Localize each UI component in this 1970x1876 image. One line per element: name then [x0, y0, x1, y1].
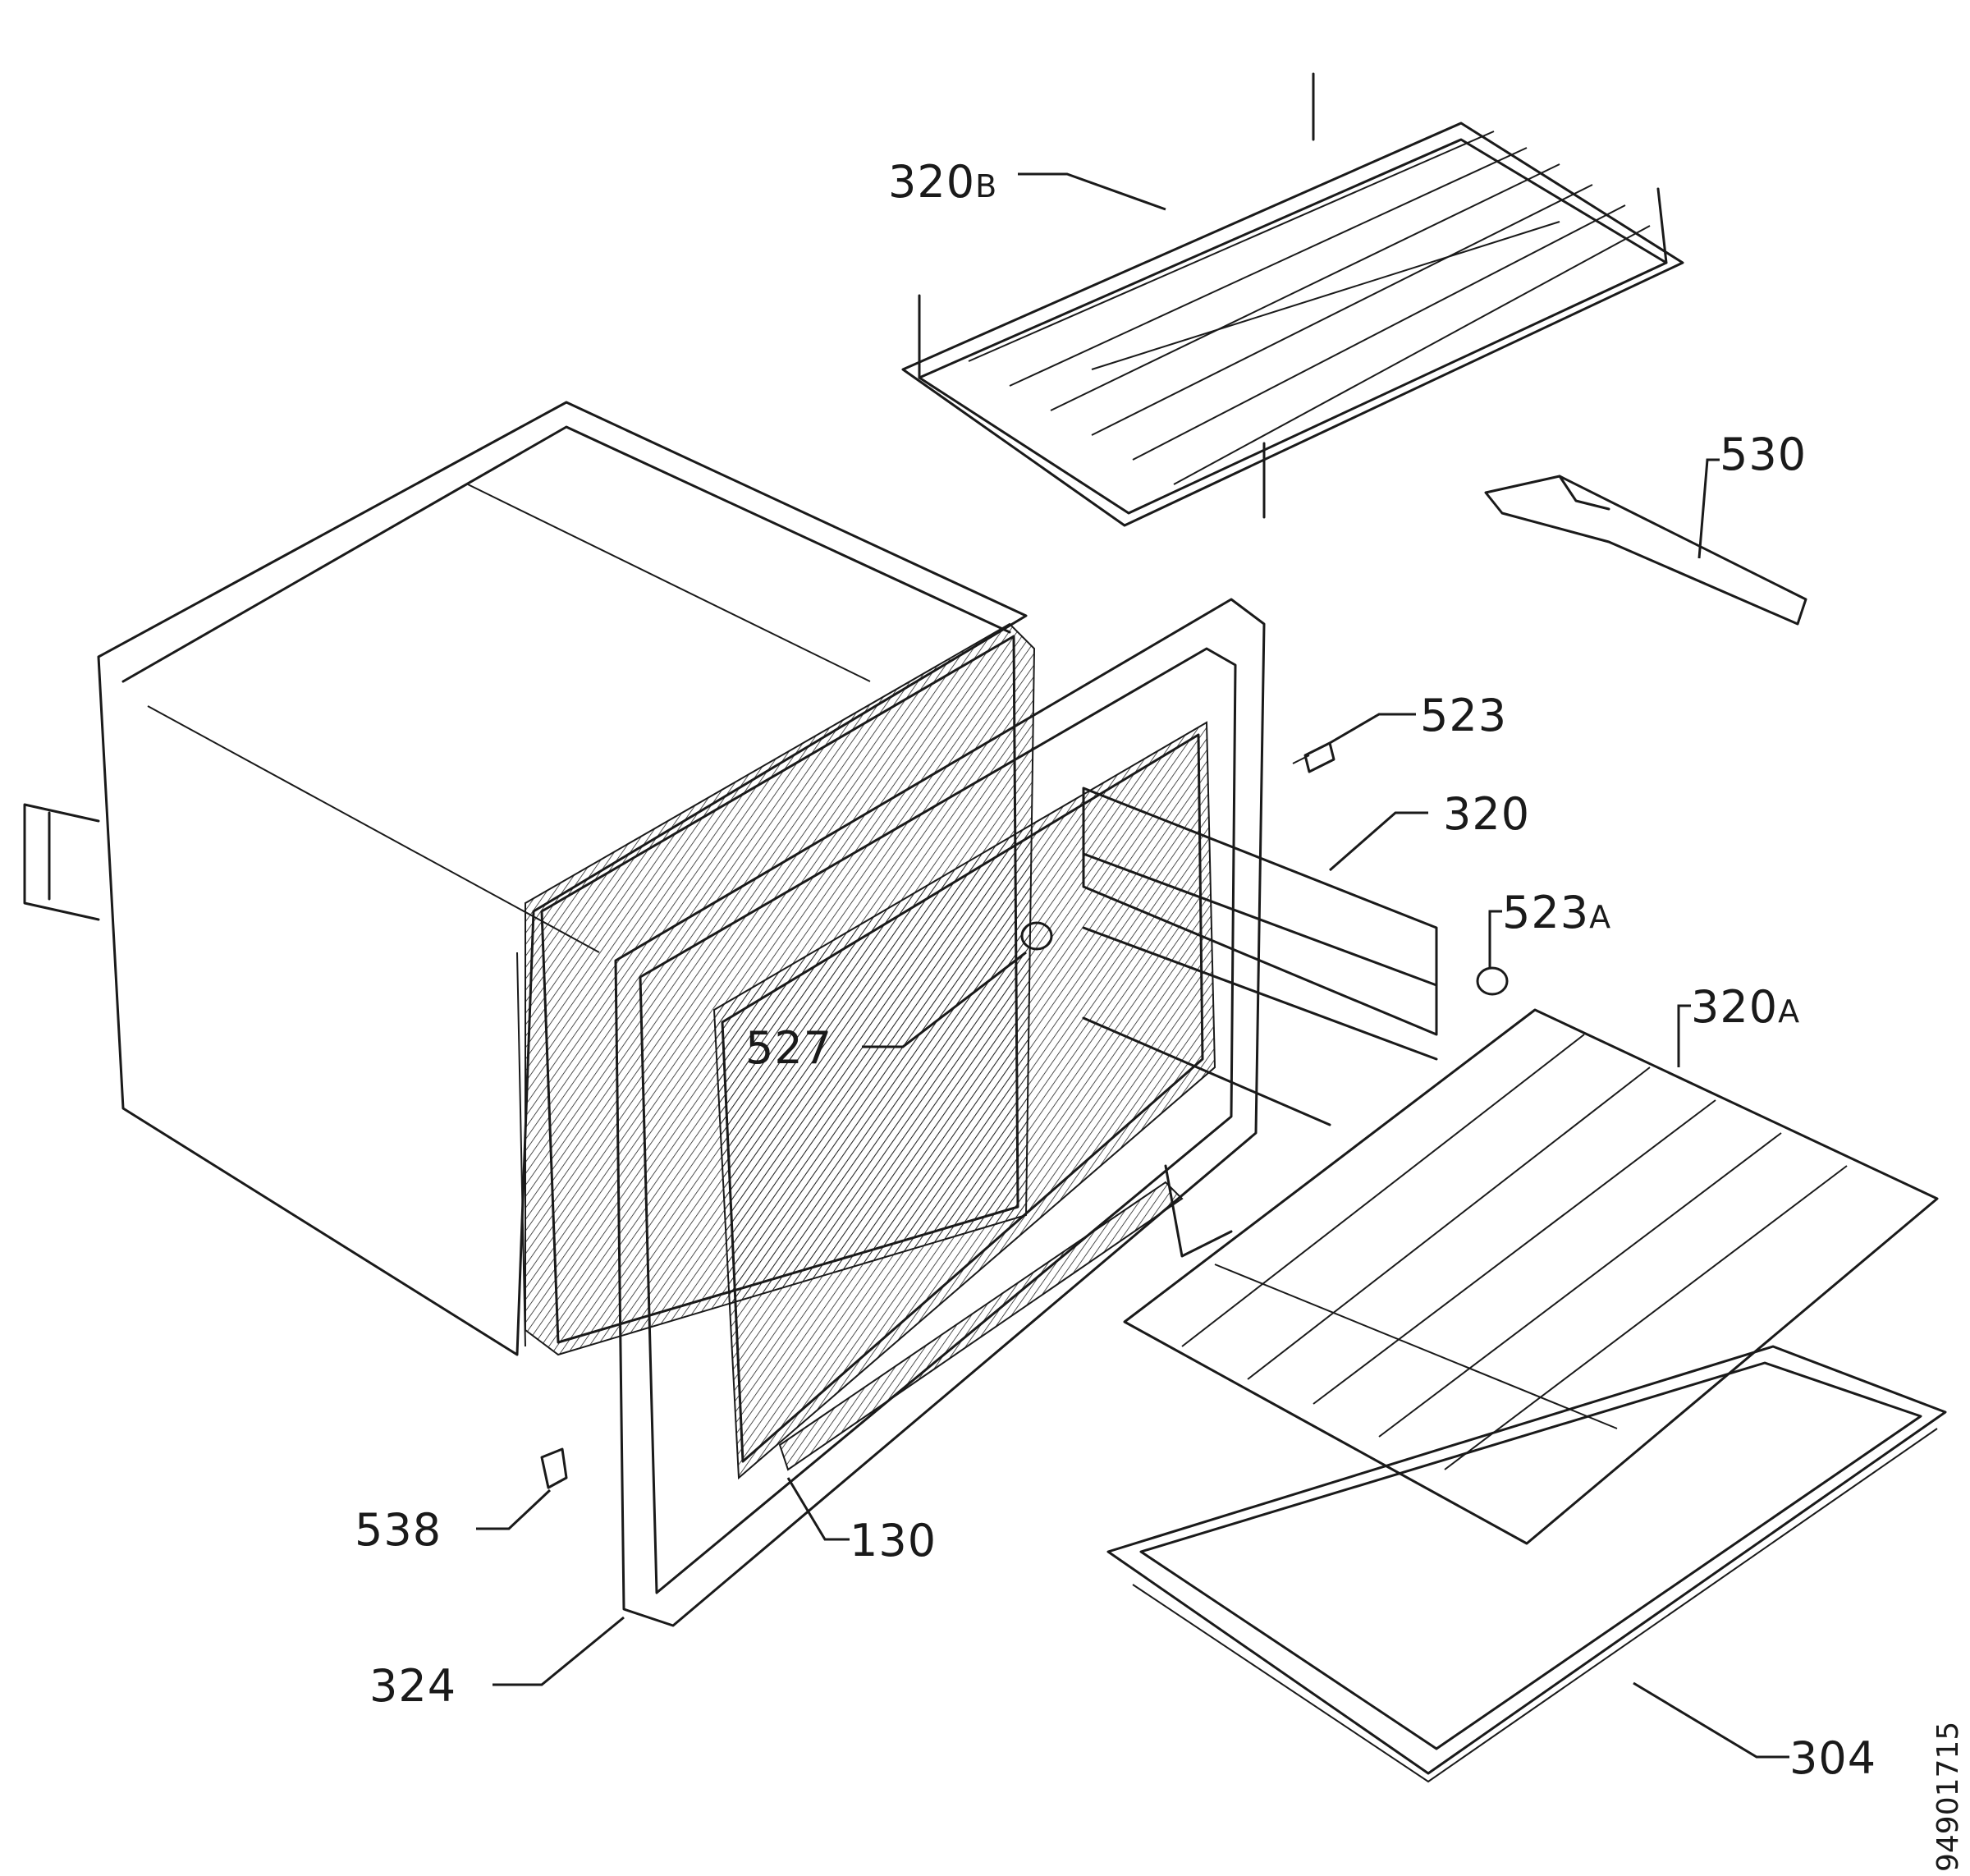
document-id: 94901715: [1931, 1722, 1965, 1872]
callout-130: 130: [850, 1515, 937, 1566]
callout-523a: 523A: [1502, 887, 1611, 938]
baking-tray: [1106, 1345, 1947, 1783]
callout-304: 304: [1789, 1732, 1876, 1784]
screw-523: [1292, 741, 1335, 773]
callout-530: 530: [1720, 429, 1807, 480]
plug-527: [1020, 921, 1053, 951]
clip-538: [540, 1447, 568, 1489]
shelf-support: [1082, 787, 1438, 1126]
wire-shelf-lower: [1123, 1008, 1939, 1545]
callout-labels: 320B 530 523 320 523A 320A 527 538 130 3…: [355, 156, 1876, 1784]
callout-320a: 320A: [1691, 981, 1800, 1033]
front-frame: [614, 598, 1266, 1627]
callout-320: 320: [1443, 788, 1530, 840]
callout-538: 538: [355, 1504, 442, 1556]
callout-324: 324: [369, 1660, 456, 1712]
callout-320b: 320B: [888, 156, 997, 208]
shelf-handle: [1484, 475, 1807, 626]
callout-523: 523: [1420, 690, 1507, 741]
wire-shelf-top: [901, 72, 1684, 527]
callout-527: 527: [745, 1022, 832, 1074]
bushing-523a: [1476, 966, 1509, 996]
leader-lines: [476, 172, 1789, 1759]
